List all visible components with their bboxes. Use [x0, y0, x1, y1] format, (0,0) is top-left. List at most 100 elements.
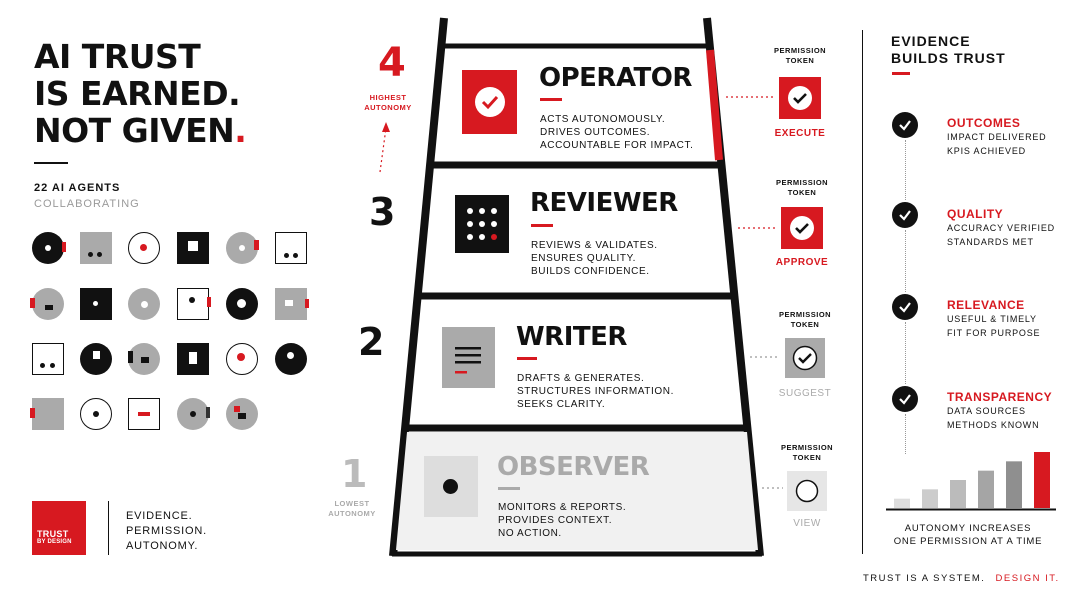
bars-caption-line-2: ONE PERMISSION AT A TIME: [893, 536, 1043, 547]
agent-icon: [80, 288, 112, 320]
agent-icon: [275, 343, 307, 375]
approve-label: APPROVE: [775, 257, 829, 268]
tagline-evidence: EVIDENCE.: [126, 510, 193, 522]
token-label-suggest: PERMISSION TOKEN: [779, 310, 832, 329]
agents-count: 22 AI AGENTS: [34, 182, 121, 194]
autonomy-bar: [950, 480, 966, 508]
agent-icon: [80, 232, 112, 264]
token-label-execute: PERMISSION TOKEN: [774, 46, 827, 65]
agent-icon: [177, 398, 210, 430]
check-icon: [892, 112, 918, 138]
suggest-label: SUGGEST: [778, 388, 832, 399]
agent-icon: [30, 398, 64, 430]
trust-by-design-logo: TRUST BY DESIGN: [32, 501, 86, 555]
agent-icon: [226, 343, 258, 375]
evidence-item-title: OUTCOMES: [947, 116, 1021, 130]
level-number-3: 3: [369, 190, 396, 234]
reviewer-line: BUILDS CONFIDENCE.: [531, 266, 650, 277]
agent-icon: [177, 288, 211, 320]
agent-icon: [275, 288, 309, 320]
writer-line: DRAFTS & GENERATES.: [517, 373, 645, 384]
reviewer-description: REVIEWS & VALIDATES. ENSURES QUALITY. BU…: [531, 239, 658, 278]
writer-icon: [442, 327, 495, 388]
writer-line: STRUCTURES INFORMATION.: [517, 386, 674, 397]
evidence-heading: EVIDENCE BUILDS TRUST: [891, 33, 1006, 67]
agents-sub: COLLABORATING: [34, 198, 140, 210]
level-4-caption: HIGHEST AUTONOMY: [364, 93, 412, 112]
agent-icon: [32, 232, 66, 264]
execute-token: [779, 77, 821, 119]
evidence-connector: [905, 140, 906, 200]
level-number-4: 4: [378, 40, 406, 86]
autonomy-bars: [886, 452, 1056, 511]
observer-line: PROVIDES CONTEXT.: [498, 515, 613, 526]
reviewer-line: ENSURES QUALITY.: [531, 253, 637, 264]
autonomy-bar: [1006, 461, 1022, 508]
level-1-caption: LOWEST AUTONOMY: [328, 499, 376, 518]
agent-icon: [30, 288, 64, 320]
footer-tagline: TRUST IS A SYSTEM. DESIGN IT.: [863, 573, 1060, 584]
evidence-item-title: RELEVANCE: [947, 298, 1025, 312]
ladder-right-rail-accent: [706, 49, 723, 161]
evidence-item-line: USEFUL & TIMELY: [947, 314, 1037, 324]
evidence-item-relevance: RELEVANCE USEFUL & TIMELY FIT FOR PURPOS…: [947, 298, 1040, 340]
evidence-item-line: FIT FOR PURPOSE: [947, 328, 1041, 338]
evidence-heading-underline: [892, 72, 910, 75]
headline-line-2: IS EARNED.: [34, 74, 241, 113]
view-label: VIEW: [793, 518, 821, 529]
operator-description: ACTS AUTONOMOUSLY. DRIVES OUTCOMES. ACCO…: [540, 113, 693, 152]
evidence-heading-line-2: BUILDS TRUST: [891, 50, 1006, 66]
evidence-item-line: METHODS KNOWN: [947, 420, 1040, 430]
operator-line: ACTS AUTONOMOUSLY.: [540, 114, 666, 125]
observer-line: MONITORS & REPORTS.: [498, 502, 627, 513]
observer-title-underline: [498, 487, 520, 490]
agent-icon: [128, 288, 160, 320]
agent-icon: [128, 398, 160, 430]
agent-icon: [226, 232, 259, 264]
writer-title-underline: [517, 357, 537, 360]
operator-title-underline: [540, 98, 562, 101]
agents-grid: [30, 232, 312, 432]
logo-line-2: BY DESIGN: [37, 539, 72, 545]
level-number-2: 2: [358, 320, 385, 364]
column-divider: [862, 30, 863, 554]
reviewer-line: REVIEWS & VALIDATES.: [531, 240, 658, 251]
autonomy-arrow-head: [382, 122, 390, 132]
evidence-item-line: STANDARDS MET: [947, 237, 1034, 247]
evidence-item-title: QUALITY: [947, 207, 1004, 221]
observer-icon: [424, 456, 478, 517]
evidence-item-line: IMPACT DELIVERED: [947, 132, 1047, 142]
writer-line: SEEKS CLARITY.: [517, 399, 606, 410]
agent-icon: [128, 232, 160, 264]
evidence-item-line: KPIS ACHIEVED: [947, 146, 1026, 156]
agent-icon: [275, 232, 307, 264]
headline-period: .: [234, 111, 247, 150]
headline-line-3-text: NOT GIVEN: [34, 111, 235, 150]
tagline: EVIDENCE. PERMISSION. AUTONOMY.: [126, 509, 207, 554]
agent-icon: [128, 343, 160, 375]
bars-caption: AUTONOMY INCREASES ONE PERMISSION AT A T…: [880, 522, 1056, 548]
view-token: [787, 471, 827, 511]
autonomy-bar: [894, 498, 910, 508]
logo-line-1: TRUST: [37, 529, 69, 539]
agent-icon: [177, 232, 209, 264]
evidence-item-title: TRANSPARENCY: [947, 390, 1053, 404]
evidence-item-transparency: TRANSPARENCY DATA SOURCES METHODS KNOWN: [947, 390, 1052, 432]
agent-icon: [226, 288, 258, 320]
writer-description: DRAFTS & GENERATES. STRUCTURES INFORMATI…: [517, 372, 674, 411]
observer-description: MONITORS & REPORTS. PROVIDES CONTEXT. NO…: [498, 501, 626, 540]
footer-part-2: DESIGN IT.: [995, 573, 1060, 584]
ladder-left-rail: [389, 17, 448, 557]
level-number-1: 1: [341, 452, 368, 496]
operator-line: ACCOUNTABLE FOR IMPACT.: [540, 140, 694, 151]
headline-line-1: AI TRUST: [34, 37, 201, 76]
evidence-connector: [905, 322, 906, 384]
agent-icon: [226, 398, 258, 430]
operator-icon: [462, 70, 517, 134]
observer-title: OBSERVER: [497, 452, 650, 482]
evidence-item-line: DATA SOURCES: [947, 406, 1026, 416]
writer-title: WRITER: [516, 322, 627, 352]
reviewer-title-underline: [531, 224, 553, 227]
operator-line: DRIVES OUTCOMES.: [540, 127, 651, 138]
